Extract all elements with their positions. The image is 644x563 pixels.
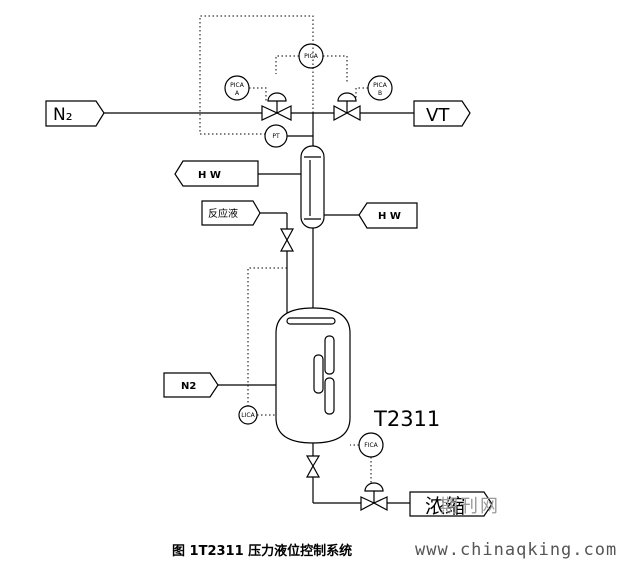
hw-inlet-arrow bbox=[358, 202, 418, 229]
concentrate-label: 浓缩 bbox=[425, 494, 465, 518]
hw-outlet-arrow bbox=[174, 160, 259, 187]
pica-a-label: PICA bbox=[230, 82, 245, 89]
vt-label: VT bbox=[426, 105, 450, 126]
fica-label: FICA bbox=[364, 442, 378, 449]
tank-t2311 bbox=[275, 307, 351, 444]
manual-valve-feed bbox=[279, 228, 295, 252]
pt-label: PT bbox=[272, 133, 280, 140]
pica-b-sub: B bbox=[378, 90, 382, 97]
pica-label: PICA bbox=[304, 53, 319, 60]
reaction-liquid-label: 反应液 bbox=[208, 207, 238, 220]
tank-tag-label: T2311 bbox=[373, 407, 440, 431]
n2-inlet-arrow bbox=[45, 100, 105, 127]
watermark: www.chinaqking.com bbox=[415, 540, 618, 560]
control-valve-a bbox=[261, 92, 292, 121]
hw-left-label: H W bbox=[198, 170, 221, 181]
condenser bbox=[300, 145, 325, 229]
hw-right-label: H W bbox=[378, 211, 401, 222]
pica-a-sub: A bbox=[235, 90, 240, 97]
figure-caption: 图 1T2311 压力液位控制系统 bbox=[172, 544, 353, 559]
reaction-liquid-arrow bbox=[201, 200, 261, 226]
lica-label: LICA bbox=[241, 412, 255, 419]
control-valve-b bbox=[333, 92, 361, 122]
watermark-cn: 期刊网 bbox=[440, 496, 500, 517]
vt-outlet-arrow bbox=[413, 100, 471, 127]
manual-valve-outlet bbox=[305, 455, 321, 478]
pica-b-label: PICA bbox=[373, 82, 388, 89]
signal-lines bbox=[199, 15, 372, 484]
n2-top-label: N₂ bbox=[53, 105, 73, 125]
n2-mid-label: N2 bbox=[181, 381, 196, 392]
concentrate-outlet-arrow bbox=[409, 491, 493, 517]
control-valve-bottom bbox=[360, 482, 388, 512]
n2-tank-arrow bbox=[163, 372, 219, 398]
